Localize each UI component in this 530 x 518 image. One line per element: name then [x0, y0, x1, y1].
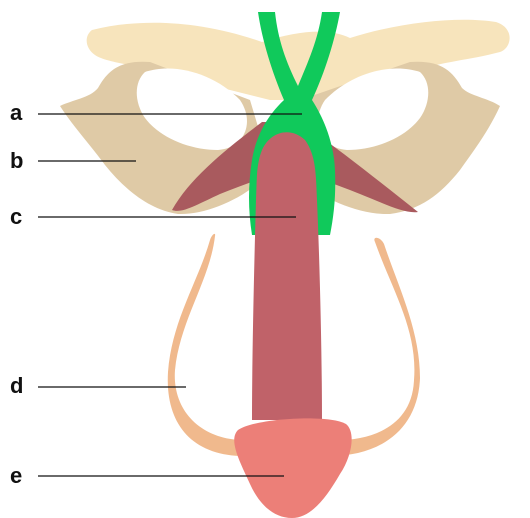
label-d: d: [10, 373, 23, 398]
glans: [234, 418, 351, 518]
label-e: e: [10, 463, 22, 488]
label-c: c: [10, 204, 22, 229]
label-a: a: [10, 100, 23, 125]
shaft: [252, 132, 322, 420]
label-b: b: [10, 148, 23, 173]
